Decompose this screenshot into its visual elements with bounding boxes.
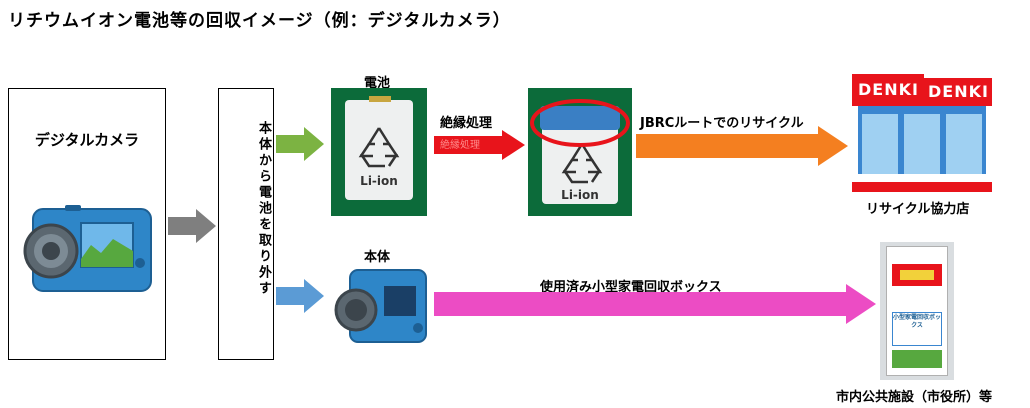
battery-photo: Li-ion [331,88,427,216]
page-title: リチウムイオン電池等の回収イメージ（例：デジタルカメラ） [8,11,511,31]
battery-label: 電池 [364,76,391,91]
insulation-tape [540,106,620,130]
magenta-arrow [434,284,876,324]
store-sign-right: DENKI [928,82,989,101]
small-appliance-label: 使用済み小型家電回収ボックス [540,280,722,295]
body-camera-icon [334,269,427,343]
insulation-label: 絶縁処理 [440,116,493,131]
highlight-ring [530,99,630,147]
collection-box-photo: 小型家電回収ボックス [880,242,954,380]
insulated-cell-text: Li-ion [561,188,599,202]
recycle-icon [358,127,400,168]
insulation-arrow [434,130,525,160]
insulation-arrow-text: 絶縁処理 [440,140,480,151]
body-label: 本体 [364,250,391,265]
camera-box-label: デジタルカメラ [34,131,140,149]
store-icon [852,74,992,192]
camera-box: デジタルカメラ [8,88,166,360]
orange-arrow [636,126,848,166]
store-sign-left: DENKI [858,80,919,99]
battery-cell-text: Li-ion [360,174,398,188]
remove-battery-label: 本体から電池を取り外す [256,121,271,297]
collection-box-sign: 小型家電回収ボックス [893,314,942,329]
gray-arrow [168,209,216,243]
blue-arrow [276,279,324,313]
green-arrow [276,127,324,161]
camera-icon [23,205,152,292]
public-facility-label: 市内公共施設（市役所）等 [836,390,993,405]
jbrc-route-label: JBRCルートでのリサイクル [640,116,804,131]
remove-battery-box: 本体から電池を取り外す [218,88,274,360]
store-label: リサイクル協力店 [866,202,970,217]
recycle-icon-2 [561,143,603,184]
